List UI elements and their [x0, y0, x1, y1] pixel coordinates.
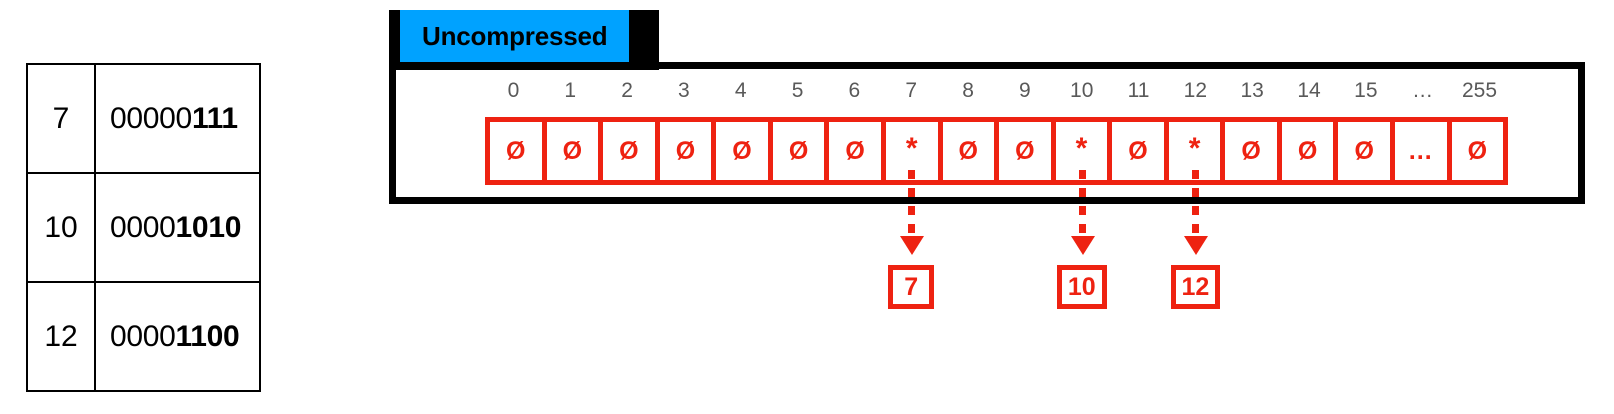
- bitmap-index-label: 12: [1183, 78, 1208, 102]
- bitmap-index-label: 5: [791, 78, 804, 102]
- bitmap-index-label: 7: [905, 78, 918, 102]
- bitmap-index-label: 14: [1297, 78, 1321, 102]
- bitmap-index-label: 15: [1354, 78, 1378, 102]
- decoded-value-box: 12: [1170, 265, 1221, 309]
- binary-prefix: 0000: [110, 210, 176, 244]
- binary-prefix: 0000: [110, 319, 176, 353]
- bitmap-cell-set: *: [1056, 122, 1113, 180]
- arrowhead-down-icon: [900, 236, 925, 255]
- arrowhead-down-icon: [1184, 236, 1209, 255]
- decoded-value-box: 7: [888, 265, 935, 309]
- bitmap-cell-empty: Ø: [1282, 122, 1339, 180]
- bitmap-cell-ellipsis: …: [1395, 122, 1452, 180]
- decimal-value: 10: [28, 174, 96, 281]
- panel-badge: Uncompressed: [400, 10, 630, 62]
- bitmap-index-label: 13: [1240, 78, 1264, 102]
- decimal-value: 12: [28, 283, 96, 390]
- binary-suffix: 1100: [175, 319, 240, 353]
- dashed-arrow-line: [1078, 170, 1086, 238]
- panel-badge-label: Uncompressed: [422, 20, 608, 51]
- bitmap-index-label: 3: [678, 78, 690, 102]
- binary-suffix: 111: [191, 101, 238, 135]
- bitmap-cell-set: *: [1169, 122, 1226, 180]
- bitmap-cell-empty: Ø: [547, 122, 604, 180]
- binary-suffix: 1010: [175, 210, 242, 244]
- bitmap-index-label: 8: [962, 78, 974, 102]
- dashed-arrow-line: [1192, 170, 1200, 238]
- bitmap-index-label: 2: [621, 78, 633, 102]
- bitmap-index-label: 6: [848, 78, 861, 102]
- bitmap-index-label: 255: [1461, 78, 1498, 102]
- bitmap-cell-empty: Ø: [1112, 122, 1169, 180]
- bitmap-index-label: 11: [1127, 78, 1150, 102]
- bitmap-cell-empty: Ø: [1467, 136, 1488, 165]
- bitmap-cell-empty: Ø: [1338, 122, 1395, 180]
- bitmap-index-label: 0: [507, 78, 520, 102]
- bitmap-cell-empty: Ø: [999, 122, 1056, 180]
- bitmap-cell-empty: Ø: [603, 122, 660, 180]
- bitmap-cell-set: *: [886, 122, 943, 180]
- bitmap-index-label: 4: [734, 78, 747, 102]
- bitmap-cell-empty: Ø: [660, 122, 717, 180]
- decimal-value: 7: [28, 65, 96, 172]
- bitmap-cell-empty: Ø: [943, 122, 1000, 180]
- decoded-value-box: 10: [1056, 265, 1107, 309]
- arrowhead-down-icon: [1070, 236, 1095, 255]
- bitmap-index-label: …: [1412, 78, 1434, 102]
- bitmap-cell-empty: Ø: [773, 122, 830, 180]
- bitmap-cell-empty: Ø: [716, 122, 773, 180]
- bitmap-index-label: 9: [1019, 78, 1031, 102]
- dashed-arrow-line: [908, 170, 916, 238]
- bitmap-cell-empty: Ø: [1225, 122, 1282, 180]
- bitmap-cell-empty: Ø: [829, 122, 886, 180]
- binary-prefix: 00000: [110, 101, 192, 135]
- bitmap-index-label: 1: [564, 78, 577, 102]
- bitmap-cell-empty: Ø: [490, 122, 547, 180]
- bitmap-index-label: 10: [1070, 78, 1094, 102]
